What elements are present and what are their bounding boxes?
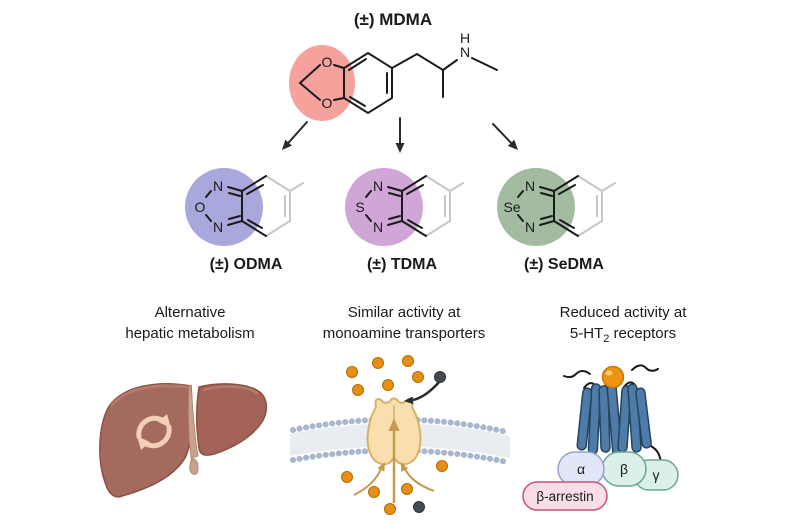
beta-label: β [620,461,628,477]
membrane-transporter-icon [290,355,510,515]
selenadiazole-highlight [497,168,575,246]
thiadiazole-highlight [345,168,423,246]
atom-n-bottom: N [213,219,223,235]
arrow-to-tdma [395,117,405,153]
branching-arrows [282,117,518,153]
gallbladder-stub [189,457,199,475]
tdma-structure: N S N [345,168,464,246]
liver-highlight [109,384,190,407]
odma-label: (±) ODMA [209,256,283,273]
transmembrane-helices [576,383,652,457]
atom-n-bottom: N [373,219,383,235]
beta-arrestin-pill [522,481,608,511]
atom-n-bottom: N [525,219,535,235]
drug-dots [413,371,446,513]
falciform-ligament [188,384,199,459]
atom-h: H [460,30,470,46]
atom-o-bottom: O [322,95,333,111]
substrate-dots [341,355,448,515]
atom-n-top: N [373,178,383,194]
gamma-label: γ [653,467,660,483]
caption-line: 5-HT2 receptors [569,325,677,345]
atom-o-top: O [322,54,333,70]
alpha-label: α [577,461,585,477]
sedma-structure: N Se N [497,168,616,246]
caption-line: Similar activity at [347,304,461,321]
tdma-label: (±) TDMA [366,256,438,273]
atom-heteroatom-se: Se [503,199,520,215]
recycle-arrows-icon [136,414,172,450]
ligand-ball [601,365,625,389]
gpcr-receptor-icon: γ β α β-arrestin [522,364,679,511]
atom-n-top: N [525,178,535,194]
liver-highlight [202,385,259,396]
oxadiazole-highlight [185,168,263,246]
mdma-atom-labels: O O H N [322,30,471,111]
mdma-bonds [298,51,498,115]
sedma-caption: Reduced activity at 5-HT2 receptors [518,302,728,350]
parent-compound-title: (±) MDMA [353,10,433,29]
arrow-to-odma [282,121,308,150]
g-protein-subunits: γ β α β-arrestin [522,451,679,511]
odma-structure: N O N [185,168,304,246]
atom-n-top: N [213,178,223,194]
substrate-binding-arrow [404,380,441,405]
beta-arrestin-label: β-arrestin [536,489,593,504]
transport-arrows [353,418,435,503]
arrow-to-sedma [492,123,518,150]
mdma-structure: O O H N [289,30,498,121]
caption-line: Alternative [154,304,226,321]
odma-caption: Alternative hepatic metabolism [90,302,290,344]
caption-line: Reduced activity at [559,304,687,321]
caption-line: monoamine transporters [322,325,486,342]
liver-icon [99,383,268,498]
atom-heteroatom-o: O [195,199,206,215]
liver-right-lobe [196,383,268,456]
sedma-label: (±) SeDMA [524,256,604,273]
atom-heteroatom-s: S [355,199,364,215]
tdma-caption: Similar activity at monoamine transporte… [294,302,514,344]
methylenedioxy-highlight [289,45,355,121]
atom-n: N [460,44,470,60]
caption-line: hepatic metabolism [125,325,255,342]
